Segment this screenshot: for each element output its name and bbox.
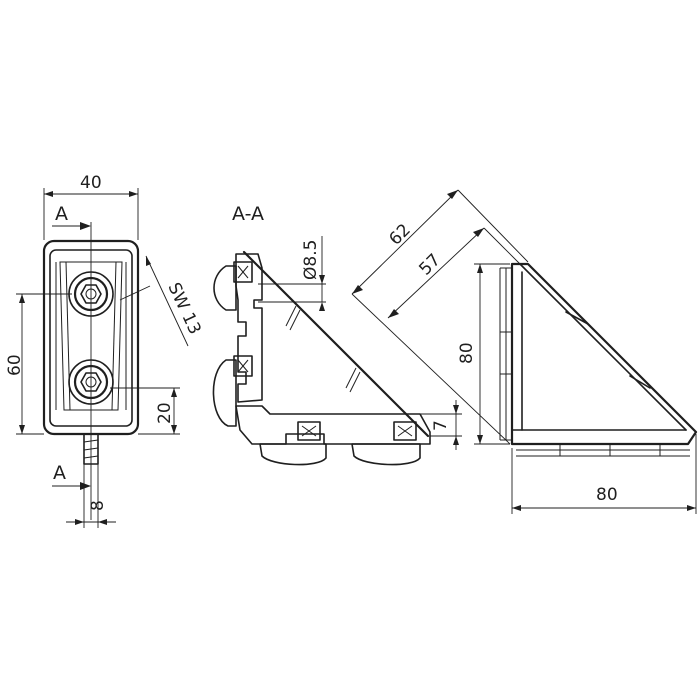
section-title: A-A (232, 203, 264, 225)
dim-front-width: 40 (80, 173, 102, 193)
section-marker-bottom: A (53, 462, 66, 484)
dim-front-height: 60 (5, 354, 25, 376)
dim-side-width: 80 (596, 485, 618, 505)
section-view: A-A Ø (212, 203, 462, 466)
section-marker-top: A (55, 203, 68, 225)
dim-front-nut: 8 (88, 500, 108, 511)
dim-side-height: 80 (457, 342, 477, 364)
front-view: A A 40 60 20 8 SW 13 (5, 173, 205, 528)
dim-thickness: 7 (431, 420, 451, 431)
dim-hole: Ø8.5 (301, 240, 321, 280)
section-vertical-leg (235, 253, 263, 403)
side-view: 62 57 80 80 (351, 189, 698, 514)
dim-side-outer-diag: 62 (385, 220, 414, 249)
section-horizontal-leg (235, 405, 431, 445)
dim-front-offset: 20 (155, 402, 175, 424)
dim-side-inner-diag: 57 (415, 250, 444, 279)
wrench-size-label: SW 13 (163, 280, 204, 338)
